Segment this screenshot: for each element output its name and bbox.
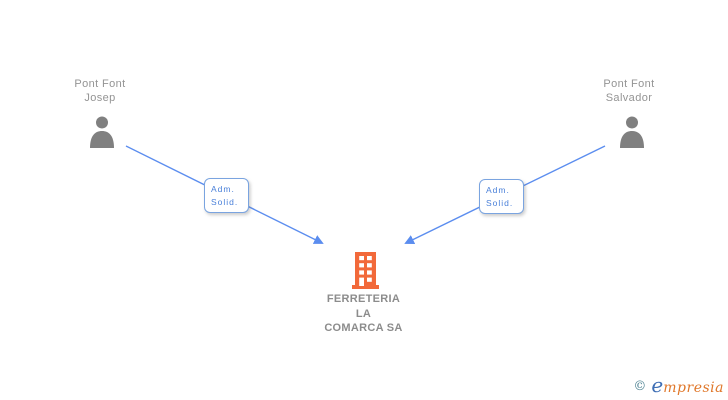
role-badge-right: Adm. Solid.: [479, 179, 524, 214]
logo-initial: e: [651, 373, 664, 397]
person-name-salvador[interactable]: Pont Font Salvador: [603, 78, 655, 104]
person-silhouette-icon: [620, 116, 644, 148]
person-icon[interactable]: [89, 116, 115, 148]
logo-wordmark: mpresia: [663, 380, 724, 396]
person-silhouette-icon: [90, 116, 114, 148]
person-name-josep[interactable]: Pont Font Josep: [74, 78, 126, 104]
empresia-logo: © empresia: [633, 373, 724, 397]
company-node[interactable]: [352, 252, 379, 289]
copyright-icon: ©: [633, 379, 647, 394]
building-icon: [352, 252, 379, 289]
person-icon[interactable]: [619, 116, 645, 148]
role-badge-left: Adm. Solid.: [204, 178, 249, 213]
company-name[interactable]: FERRETERIA LA COMARCA SA: [324, 293, 403, 334]
